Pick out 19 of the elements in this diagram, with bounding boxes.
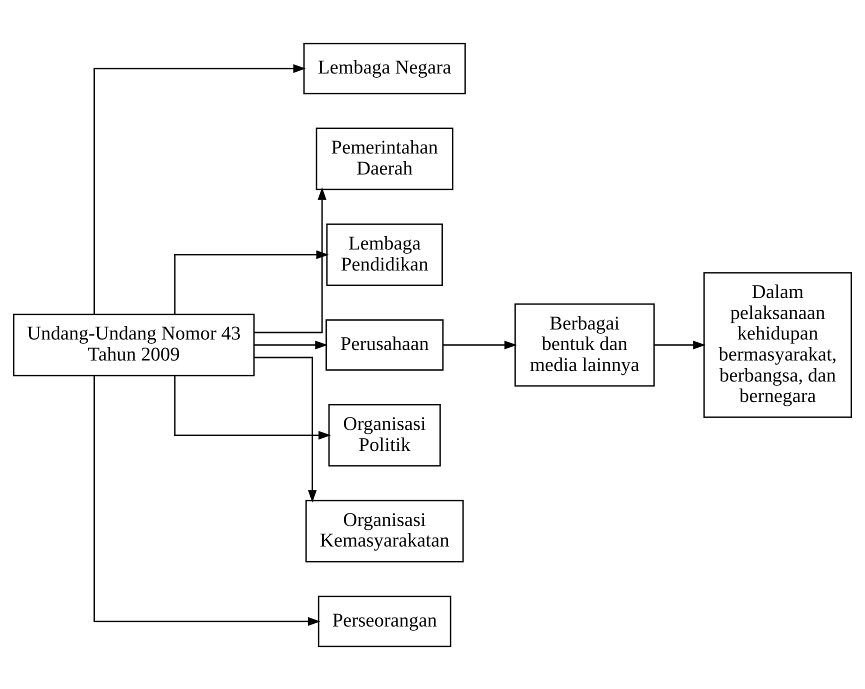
arrow — [174, 375, 332, 440]
arrow — [442, 340, 517, 349]
arrow — [254, 340, 328, 349]
node-box: Berbagai bentuk dan media lainnya — [514, 302, 655, 386]
arrow — [254, 186, 326, 333]
node-box: Lembaga Pendidikan — [326, 222, 443, 286]
node-box: Pemerintahan Daerah — [316, 127, 454, 190]
node-box: Perusahaan — [326, 318, 444, 370]
arrow — [94, 64, 306, 314]
node-box: Undang-Undang Nomor 43 Tahun 2009 — [12, 313, 255, 376]
arrow — [174, 250, 329, 314]
node-box: Dalam pelaksanaan kehidupan bermasyarakat, berbangsa, dan bernegara — [703, 272, 852, 418]
node-box: Perseorangan — [318, 595, 452, 647]
arrow — [654, 340, 706, 349]
node-box: Organisasi Kemasyarakatan — [305, 499, 464, 562]
node-box: Organisasi Politik — [328, 404, 441, 466]
arrow — [254, 356, 317, 502]
arrow — [94, 375, 320, 626]
node-box: Lembaga Negara — [303, 42, 466, 94]
